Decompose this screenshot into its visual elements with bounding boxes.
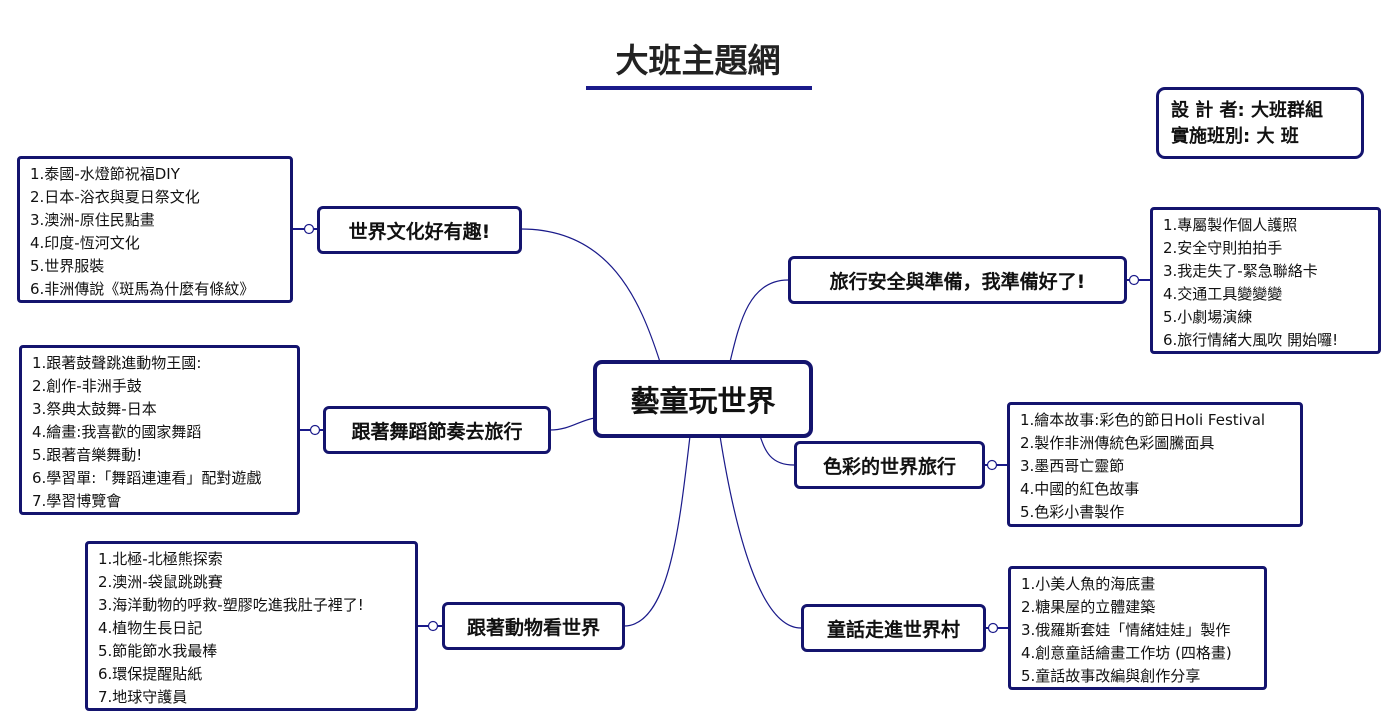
connector-colors bbox=[759, 435, 795, 466]
list-item: 6.旅行情緒大風吹 開始囉! bbox=[1163, 331, 1339, 349]
list-item: 2.安全守則拍拍手 bbox=[1163, 239, 1283, 257]
list-item: 5.小劇場演練 bbox=[1163, 308, 1253, 326]
list-item: 3.澳洲-原住民點畫 bbox=[30, 211, 155, 229]
list-item: 4.植物生長日記 bbox=[98, 619, 203, 637]
list-item: 6.環保提醒貼紙 bbox=[98, 665, 203, 683]
leaf-dance[interactable]: 1.跟著鼓聲跳進動物王國: 2.創作-非洲手鼓 3.祭典太鼓舞-日本 4.繪畫:… bbox=[19, 345, 300, 515]
list-item: 2.糖果屋的立體建築 bbox=[1021, 598, 1156, 616]
list-item: 1.泰國-水燈節祝福DIY bbox=[30, 165, 180, 183]
leaf-world-culture[interactable]: 1.泰國-水燈節祝福DIY 2.日本-浴衣與夏日祭文化 3.澳洲-原住民點畫 4… bbox=[17, 156, 293, 303]
list-item: 2.創作-非洲手鼓 bbox=[32, 377, 142, 395]
list-item: 5.跟著音樂舞動! bbox=[32, 446, 143, 464]
list-item: 1.跟著鼓聲跳進動物王國: bbox=[32, 354, 202, 372]
branch-colors[interactable]: 色彩的世界旅行 bbox=[794, 441, 985, 489]
list-item: 2.澳洲-袋鼠跳跳賽 bbox=[98, 573, 223, 591]
list-item: 5.節能節水我最棒 bbox=[98, 642, 218, 660]
branch-dance[interactable]: 跟著舞蹈節奏去旅行 bbox=[323, 406, 551, 454]
list-item: 3.祭典太鼓舞-日本 bbox=[32, 400, 157, 418]
leaf-travel-safety[interactable]: 1.專屬製作個人護照 2.安全守則拍拍手 3.我走失了-緊急聯絡卡 4.交通工具… bbox=[1150, 207, 1381, 354]
list-item: 3.我走失了-緊急聯絡卡 bbox=[1163, 262, 1318, 280]
list-item: 4.創意童話繪畫工作坊 (四格畫) bbox=[1021, 644, 1232, 662]
list-item: 4.中國的紅色故事 bbox=[1020, 480, 1140, 498]
list-item: 3.墨西哥亡靈節 bbox=[1020, 457, 1125, 475]
list-item: 1.北極-北極熊探索 bbox=[98, 550, 223, 568]
page-title: 大班主題網 bbox=[615, 41, 781, 80]
connector-travel-safety bbox=[729, 279, 789, 363]
connector-fairy-tale bbox=[719, 435, 802, 629]
connector-animals bbox=[623, 435, 691, 627]
collapse-handle bbox=[427, 620, 439, 632]
branch-world-culture[interactable]: 世界文化好有趣! bbox=[317, 206, 522, 254]
collapse-handle bbox=[987, 622, 999, 634]
list-item: 3.海洋動物的呼救-塑膠吃進我肚子裡了! bbox=[98, 596, 364, 614]
list-item: 5.童話故事改編與創作分享 bbox=[1021, 667, 1201, 685]
list-item: 5.色彩小書製作 bbox=[1020, 503, 1125, 521]
list-item: 1.小美人魚的海底畫 bbox=[1021, 575, 1156, 593]
list-item: 4.印度-恆河文化 bbox=[30, 234, 140, 252]
list-item: 2.日本-浴衣與夏日祭文化 bbox=[30, 188, 200, 206]
branch-animals[interactable]: 跟著動物看世界 bbox=[442, 602, 625, 650]
list-item: 2.製作非洲傳統色彩圖騰面具 bbox=[1020, 434, 1215, 452]
leaf-colors[interactable]: 1.繪本故事:彩色的節日Holi Festival 2.製作非洲傳統色彩圖騰面具… bbox=[1007, 402, 1303, 527]
list-item: 1.專屬製作個人護照 bbox=[1163, 216, 1298, 234]
list-item: 6.非洲傳說《斑馬為什麼有條紋》 bbox=[30, 280, 255, 298]
central-topic[interactable]: 藝童玩世界 bbox=[593, 360, 813, 438]
leaf-animals[interactable]: 1.北極-北極熊探索 2.澳洲-袋鼠跳跳賽 3.海洋動物的呼救-塑膠吃進我肚子裡… bbox=[85, 541, 418, 711]
collapse-handle bbox=[309, 424, 321, 436]
list-item: 7.地球守護員 bbox=[98, 688, 188, 706]
list-item: 5.世界服裝 bbox=[30, 257, 105, 275]
leaf-fairy-tale[interactable]: 1.小美人魚的海底畫 2.糖果屋的立體建築 3.俄羅斯套娃「情緒娃娃」製作 4.… bbox=[1008, 566, 1267, 690]
collapse-handle bbox=[986, 459, 998, 471]
list-item: 4.交通工具變變變 bbox=[1163, 285, 1283, 303]
list-item: 1.繪本故事:彩色的節日Holi Festival bbox=[1020, 411, 1266, 429]
collapse-handle bbox=[303, 223, 315, 235]
title-underline bbox=[586, 86, 812, 90]
collapse-handle bbox=[1128, 274, 1140, 286]
list-item: 6.學習單:「舞蹈連連看」配對遊戲 bbox=[32, 469, 262, 487]
designer-label: 設 計 者: 大班群組 bbox=[1171, 100, 1323, 121]
info-box: 設 計 者: 大班群組 實施班別: 大 班 bbox=[1156, 87, 1364, 159]
list-item: 4.繪畫:我喜歡的國家舞蹈 bbox=[32, 423, 202, 441]
connector-dance bbox=[549, 417, 596, 431]
connector-world-culture bbox=[520, 228, 661, 363]
list-item: 3.俄羅斯套娃「情緒娃娃」製作 bbox=[1021, 621, 1231, 639]
branch-fairy-tale[interactable]: 童話走進世界村 bbox=[801, 604, 986, 652]
branch-travel-safety[interactable]: 旅行安全與準備，我準備好了! bbox=[788, 256, 1127, 304]
class-label: 實施班別: 大 班 bbox=[1171, 126, 1299, 147]
list-item: 7.學習博覽會 bbox=[32, 492, 122, 510]
